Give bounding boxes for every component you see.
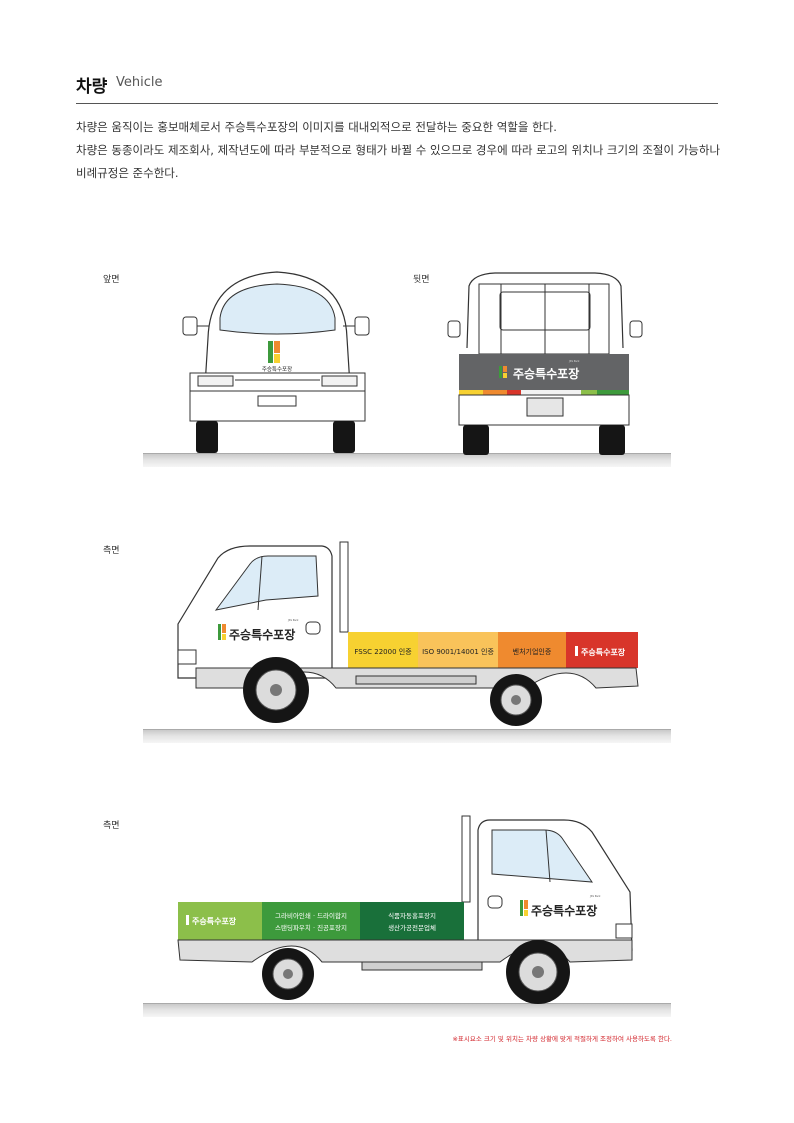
rear-logo-text: 주승특수포장 [513, 366, 579, 381]
side2-door-logo-text: 주승특수포장 [531, 903, 597, 918]
truck-rear-view: 주승특수포장 JSS Pack [447, 272, 643, 455]
section-title: 차량 [76, 77, 108, 97]
side2-door-logo-mark: JSS Pack [589, 894, 601, 898]
rear-view-label: 뒷면 [413, 275, 430, 285]
truck-side-view-1: FSSC 22000 인증 ISO 9001/14001 인증 벤처기업인증 주… [177, 541, 639, 726]
description-line-2: 차량은 동종이라도 제조회사, 제작년도에 따라 부분적으로 형태가 바뀔 수 … [76, 143, 721, 157]
side1-panel-2: ISO 9001/14001 인증 [422, 647, 494, 656]
truck-front-view: 주승특수포장 [182, 271, 370, 453]
side1-panel-1: FSSC 22000 인증 [354, 647, 412, 656]
description-line-3: 비례규정은 준수한다. [76, 166, 179, 180]
ground-strip-2 [143, 729, 671, 743]
section-header: 차량 Vehicle [76, 70, 718, 104]
side1-panel-3: 벤처기업인증 [513, 647, 552, 656]
side2-panel-1-line-2: 스탠딩파우치 · 진공포장지 [275, 923, 347, 932]
side2-green-logo-text: 주승특수포장 [192, 916, 237, 926]
side1-door-logo-text: 주승특수포장 [229, 627, 295, 642]
side-view-label-1: 측면 [103, 546, 120, 556]
side1-red-logo-text: 주승특수포장 [581, 647, 626, 657]
truck-side-view-2: 주승특수포장 그라비아인쇄 · 드라이합지 스탠딩파우치 · 진공포장지 식품자… [177, 815, 633, 1004]
footnote: ※표시요소 크기 및 위치는 차량 상황에 맞게 적절하게 조정하여 사용하도록… [452, 1035, 672, 1043]
side-view-label-2: 측면 [103, 821, 120, 831]
description: 차량은 움직이는 홍보매체로서 주승특수포장의 이미지를 대내외적으로 전달하는… [76, 116, 736, 185]
side2-panel-2-line-1: 식품자동홍포장지 [388, 911, 436, 920]
ground-strip-3 [143, 1003, 671, 1017]
front-logo-text: 주승특수포장 [262, 366, 292, 373]
front-view-label: 앞면 [103, 275, 120, 285]
description-line-1: 차량은 움직이는 홍보매체로서 주승특수포장의 이미지를 대내외적으로 전달하는… [76, 120, 557, 134]
side2-panel-2-line-2: 생산가공전문업체 [388, 923, 436, 932]
rear-logo-mark: JSS Pack [568, 359, 580, 363]
ground-strip-1 [143, 453, 671, 467]
side1-door-logo-mark: JSS Pack [287, 618, 299, 622]
section-subtitle: Vehicle [116, 75, 163, 90]
side2-panel-1-line-1: 그라비아인쇄 · 드라이합지 [275, 911, 347, 920]
